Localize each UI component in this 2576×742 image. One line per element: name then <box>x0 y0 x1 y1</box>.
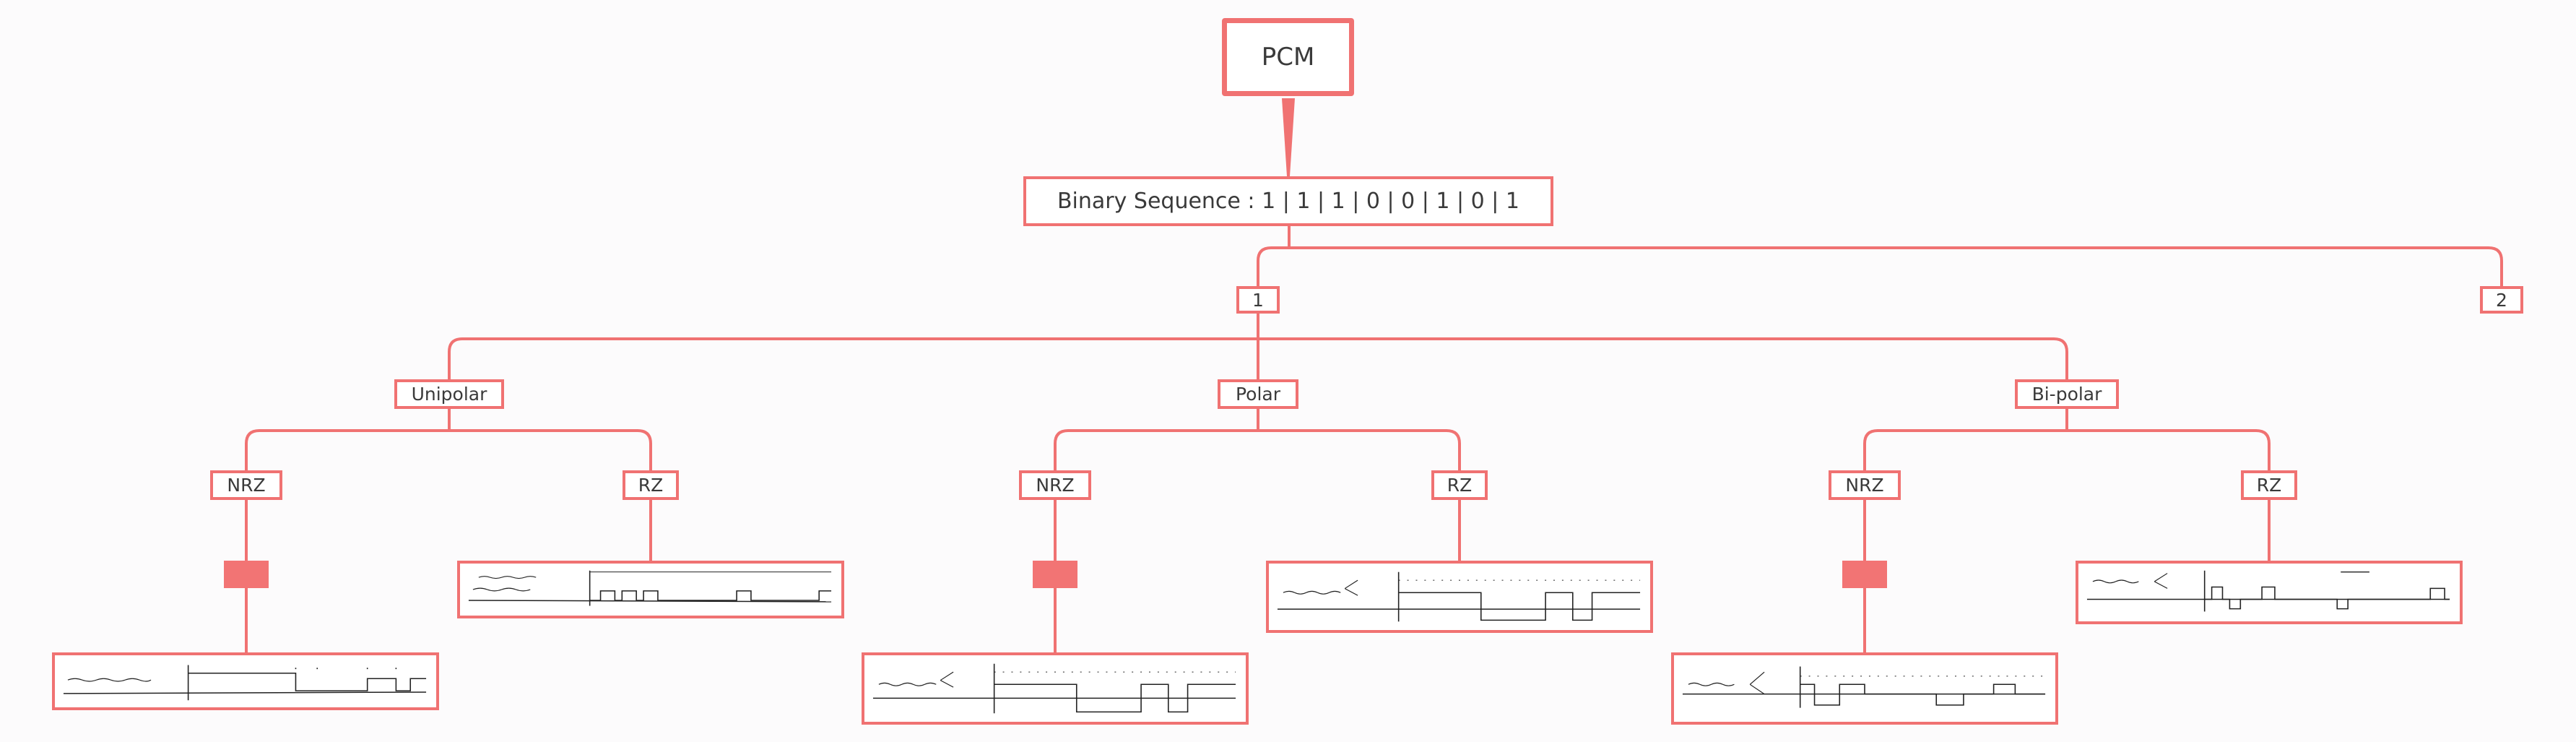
unipolar-rz-label: RZ <box>638 475 664 496</box>
bipolar-rz-node[interactable]: RZ <box>2241 470 2297 500</box>
unipolar-label: Unipolar <box>411 384 487 405</box>
unipolar-nrz-waveform-image[interactable] <box>52 652 439 710</box>
bipolar-nrz-label: NRZ <box>1845 475 1884 496</box>
polar-rz-label: RZ <box>1447 475 1473 496</box>
polar-children-connector <box>1054 409 1461 470</box>
polar-nrz-waveform-image[interactable] <box>862 652 1249 725</box>
branch-1-label: 1 <box>1252 289 1264 311</box>
root-node-pcm[interactable]: PCM <box>1222 18 1354 96</box>
bipolar-children-connector <box>1863 409 2271 470</box>
bipolar-label: Bi-polar <box>2031 384 2102 405</box>
unipolar-rz-waveform-image[interactable] <box>457 561 844 618</box>
bipolar-node[interactable]: Bi-polar <box>2015 379 2119 409</box>
root-connector <box>1282 98 1295 176</box>
bipolar-nrz-node[interactable]: NRZ <box>1829 470 1901 500</box>
bipolar-rz-label: RZ <box>2256 475 2282 496</box>
unipolar-rz-node[interactable]: RZ <box>623 470 679 500</box>
binary-sequence-node[interactable]: Binary Sequence : 1 | 1 | 1 | 0 | 0 | 1 … <box>1023 176 1553 226</box>
root-label: PCM <box>1261 43 1315 72</box>
unipolar-node[interactable]: Unipolar <box>394 379 504 409</box>
bipolar-rz-waveform-image[interactable] <box>2076 561 2463 624</box>
branch-2-label: 2 <box>2496 289 2507 311</box>
branch-to-encodings-connector <box>448 314 2068 379</box>
unipolar-nrz-collapsed-marker[interactable] <box>224 561 269 588</box>
unipolar-nrz-node[interactable]: NRZ <box>210 470 282 500</box>
polar-nrz-collapsed-marker[interactable] <box>1033 561 1077 588</box>
polar-rz-node[interactable]: RZ <box>1431 470 1488 500</box>
bipolar-nrz-waveform-image[interactable] <box>1671 652 2058 725</box>
sequence-to-branches-connector <box>1257 226 2503 293</box>
unipolar-children-connector <box>245 409 652 470</box>
branch-node-1[interactable]: 1 <box>1236 286 1280 314</box>
polar-nrz-node[interactable]: NRZ <box>1019 470 1091 500</box>
polar-rz-waveform-image[interactable] <box>1266 561 1653 633</box>
polar-nrz-label: NRZ <box>1036 475 1075 496</box>
binary-sequence-label: Binary Sequence : 1 | 1 | 1 | 0 | 0 | 1 … <box>1057 189 1520 214</box>
branch-node-2[interactable]: 2 <box>2480 286 2523 314</box>
polar-label: Polar <box>1235 384 1281 405</box>
polar-node[interactable]: Polar <box>1218 379 1298 409</box>
bipolar-nrz-collapsed-marker[interactable] <box>1842 561 1887 588</box>
unipolar-nrz-label: NRZ <box>227 475 266 496</box>
